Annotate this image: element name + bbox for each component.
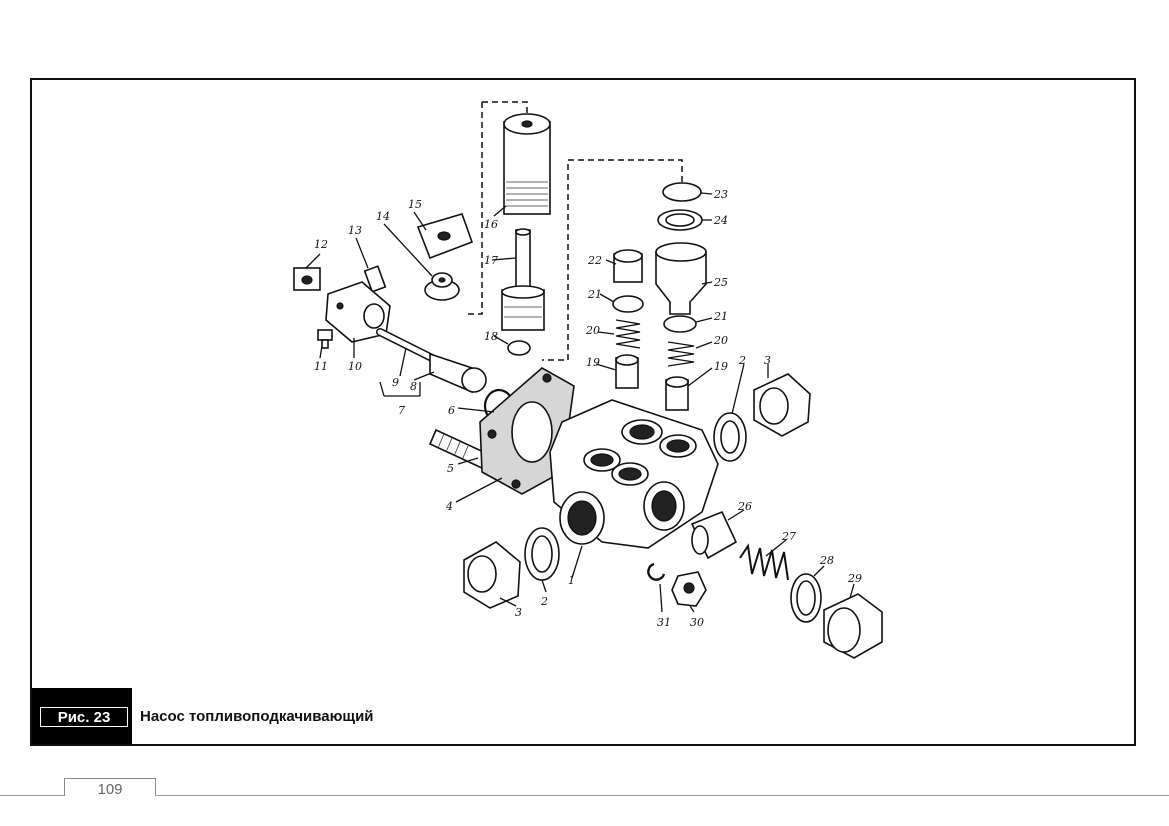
part-29-plug <box>823 593 883 659</box>
part-27-spring <box>739 543 789 581</box>
figure-tag-box: Рис. 23 <box>32 688 132 744</box>
callout-8: 8 <box>410 380 417 393</box>
callout-21-right: 21 <box>713 310 728 323</box>
figure-caption: Насос топливоподкачивающий <box>140 708 374 725</box>
callout-22: 22 <box>587 254 602 267</box>
callout-1: 1 <box>568 574 575 587</box>
callout-21-left: 21 <box>587 288 602 301</box>
part-26-sleeve <box>690 510 738 560</box>
part-15-block <box>416 213 474 260</box>
figure-frame: 1 2 2 3 3 4 5 6 7 8 9 10 11 12 13 14 15 … <box>30 78 1136 746</box>
callout-11: 11 <box>314 360 328 373</box>
callout-2-right: 2 <box>738 354 746 367</box>
callout-numbers: 1 2 2 3 3 4 5 6 7 8 9 10 11 12 13 14 15 … <box>314 188 862 629</box>
callout-9: 9 <box>392 376 399 389</box>
part-3-plug-left <box>463 541 521 609</box>
figure-tag: Рис. 23 <box>40 707 128 727</box>
callout-31: 31 <box>657 616 671 629</box>
part-13-pin <box>363 265 387 293</box>
callout-3-right: 3 <box>764 354 771 367</box>
fuel-pump-exploded-diagram: 1 2 2 3 3 4 5 6 7 8 9 10 11 12 13 14 15 … <box>293 101 883 659</box>
callout-18: 18 <box>484 330 498 343</box>
callout-27: 27 <box>781 530 796 543</box>
part-31-lock-washer <box>647 562 666 581</box>
callout-6: 6 <box>448 404 455 417</box>
part-23-ring <box>662 182 702 202</box>
leader-lines <box>305 192 855 613</box>
part-3-plug-right <box>753 373 811 437</box>
callout-7: 7 <box>398 404 405 417</box>
callout-5: 5 <box>447 462 454 475</box>
callout-26: 26 <box>737 500 752 513</box>
callout-20-right: 20 <box>713 334 728 347</box>
callout-20-left: 20 <box>585 324 600 337</box>
part-19-valve-left <box>615 354 639 389</box>
part-20-spring-right <box>667 341 695 367</box>
part-14-cap <box>424 272 460 301</box>
callout-23: 23 <box>713 188 728 201</box>
part-21-ring-right <box>663 315 697 333</box>
part-21-ring-left <box>612 295 644 313</box>
part-20-spring-left <box>615 319 641 349</box>
callout-3-left: 3 <box>515 606 522 619</box>
part-9-8-rod <box>376 328 487 394</box>
part-11-screw <box>317 329 333 349</box>
page-number: 109 <box>64 778 156 798</box>
callout-24: 24 <box>713 214 728 227</box>
part-25-nut <box>655 242 707 315</box>
part-12-nut <box>293 267 321 291</box>
part-17-rod <box>501 228 545 331</box>
callout-16: 16 <box>484 218 498 231</box>
footer-rule-left <box>0 795 64 796</box>
callout-12: 12 <box>314 238 328 251</box>
footer-rule-right <box>156 795 1169 796</box>
part-5-stud <box>428 428 490 470</box>
callout-13: 13 <box>348 224 362 237</box>
part-30-nut <box>671 571 707 607</box>
part-18-ring <box>507 340 531 356</box>
callout-2-left: 2 <box>540 595 548 608</box>
callout-30: 30 <box>690 616 704 629</box>
callout-10: 10 <box>348 360 362 373</box>
callout-28: 28 <box>819 554 834 567</box>
callout-29: 29 <box>847 572 862 585</box>
callout-14: 14 <box>376 210 390 223</box>
callout-19-right: 19 <box>714 360 728 373</box>
part-19-valve-right <box>665 376 689 411</box>
part-22-plug <box>613 249 643 283</box>
part-1-pump-body <box>549 399 719 549</box>
callout-25: 25 <box>713 276 728 289</box>
callout-4: 4 <box>445 500 453 513</box>
callout-15: 15 <box>408 198 422 211</box>
callout-19-left: 19 <box>586 356 600 369</box>
part-16-fitting <box>503 113 551 215</box>
callout-17: 17 <box>484 254 498 267</box>
